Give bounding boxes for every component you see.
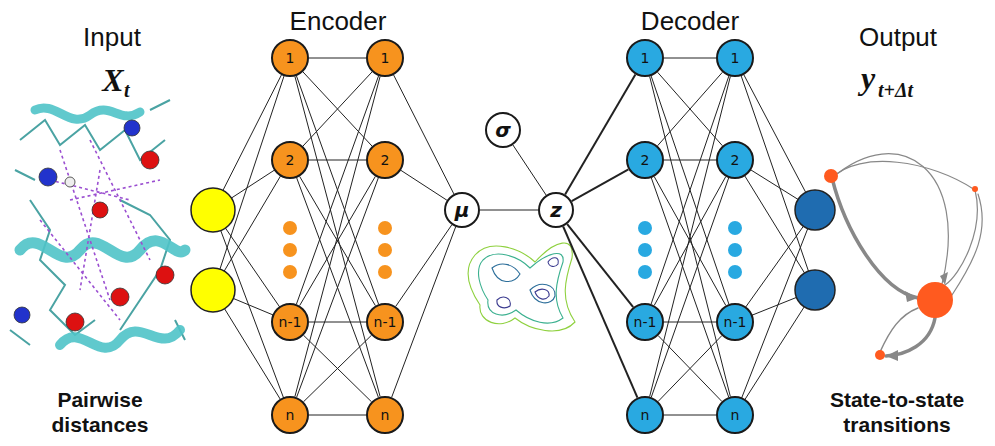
section-title: Output	[859, 22, 937, 53]
latent-node: z	[538, 192, 574, 228]
node-label: 1	[731, 50, 740, 66]
network-connection	[664, 415, 716, 416]
network-connection	[650, 76, 731, 396]
decoder-neuron: 2	[626, 141, 664, 179]
network-connection	[296, 76, 378, 304]
node-label: 1	[381, 50, 390, 66]
caption-text: Pairwise distances	[10, 387, 190, 437]
encoder-neuron: 1	[271, 39, 309, 77]
math-subscript: t	[124, 78, 130, 102]
layer-wires	[213, 58, 815, 415]
network-connection	[664, 58, 716, 59]
network-connection	[480, 210, 538, 211]
network-connection	[664, 160, 716, 161]
math-subscript: t+Δt	[878, 78, 913, 102]
node-label: n-1	[374, 314, 397, 330]
network-connection	[304, 335, 372, 401]
network-connection	[658, 72, 723, 146]
node-label: 2	[731, 152, 740, 168]
node-label: 2	[381, 152, 390, 168]
network-connection	[651, 178, 728, 397]
decoder-neuron: 1	[626, 39, 664, 77]
network-connection	[296, 76, 378, 304]
network-connection	[651, 76, 729, 304]
node-label: n	[381, 407, 390, 423]
decoder-neuron: n	[626, 396, 664, 434]
encoder-neuron: n-1	[366, 303, 404, 341]
network-connection	[309, 415, 366, 416]
section-title: Encoder	[290, 6, 387, 37]
network-connection	[658, 336, 722, 402]
network-connection	[396, 225, 452, 307]
network-connection	[401, 170, 447, 200]
section-title: Input	[83, 22, 141, 53]
network-connection	[658, 336, 722, 402]
network-connection	[565, 74, 635, 194]
node-label: n-1	[724, 314, 747, 330]
node-label: n	[731, 407, 740, 423]
network-connection	[572, 169, 629, 201]
network-connection	[303, 72, 372, 146]
decoder-neuron: n	[716, 396, 754, 434]
network-connection	[513, 145, 546, 195]
network-connection	[651, 178, 728, 397]
molecule-illustration	[10, 100, 185, 348]
latent-contour	[468, 243, 575, 331]
encoder-neuron: 2	[271, 141, 309, 179]
network-connection	[567, 224, 633, 307]
node-label: μ	[455, 198, 470, 222]
network-connection	[309, 322, 366, 323]
encoder-neuron: n	[271, 396, 309, 434]
node-label: n-1	[279, 314, 302, 330]
node-label: n-1	[634, 314, 657, 330]
encoder-neuron: n-1	[271, 303, 309, 341]
sigma-node: σ	[485, 112, 521, 148]
network-connection	[297, 178, 379, 397]
node-label: 1	[641, 50, 650, 66]
network-connection	[650, 76, 731, 396]
input-neuron	[191, 188, 235, 312]
ellipsis-dots	[283, 221, 392, 279]
section-title: Decoder	[641, 6, 739, 37]
network-connection	[309, 58, 366, 59]
network-connection	[303, 72, 372, 146]
decoder-neuron: n-1	[626, 303, 664, 341]
node-label: n	[641, 407, 650, 423]
encoder-neuron: 2	[366, 141, 404, 179]
math-symbol: X	[102, 61, 123, 99]
decoder-neuron: 2	[716, 141, 754, 179]
node-label: 2	[286, 152, 295, 168]
decoder-neuron: n-1	[716, 303, 754, 341]
node-label: n	[286, 407, 295, 423]
transition-graph	[824, 154, 982, 361]
encoder-neuron: n	[366, 396, 404, 434]
network-connection	[295, 76, 380, 396]
network-connection	[394, 75, 454, 194]
mean-node: μ	[444, 192, 480, 228]
network-connection	[295, 76, 380, 396]
network-connection	[297, 178, 379, 397]
network-connection	[664, 322, 716, 323]
network-connection	[651, 76, 729, 304]
math-symbol: y	[861, 59, 875, 97]
node-label: σ	[495, 118, 511, 142]
network-connection	[563, 227, 637, 398]
network-connection	[304, 335, 372, 401]
output-neuron	[795, 190, 835, 310]
caption-text: State-to-state transitions	[802, 387, 992, 437]
encoder-neuron: 1	[366, 39, 404, 77]
node-label: 1	[286, 50, 295, 66]
ellipsis-dots	[638, 221, 742, 279]
node-label: 2	[641, 152, 650, 168]
network-connection	[658, 72, 723, 146]
node-label: z	[550, 198, 562, 222]
decoder-neuron: 1	[716, 39, 754, 77]
